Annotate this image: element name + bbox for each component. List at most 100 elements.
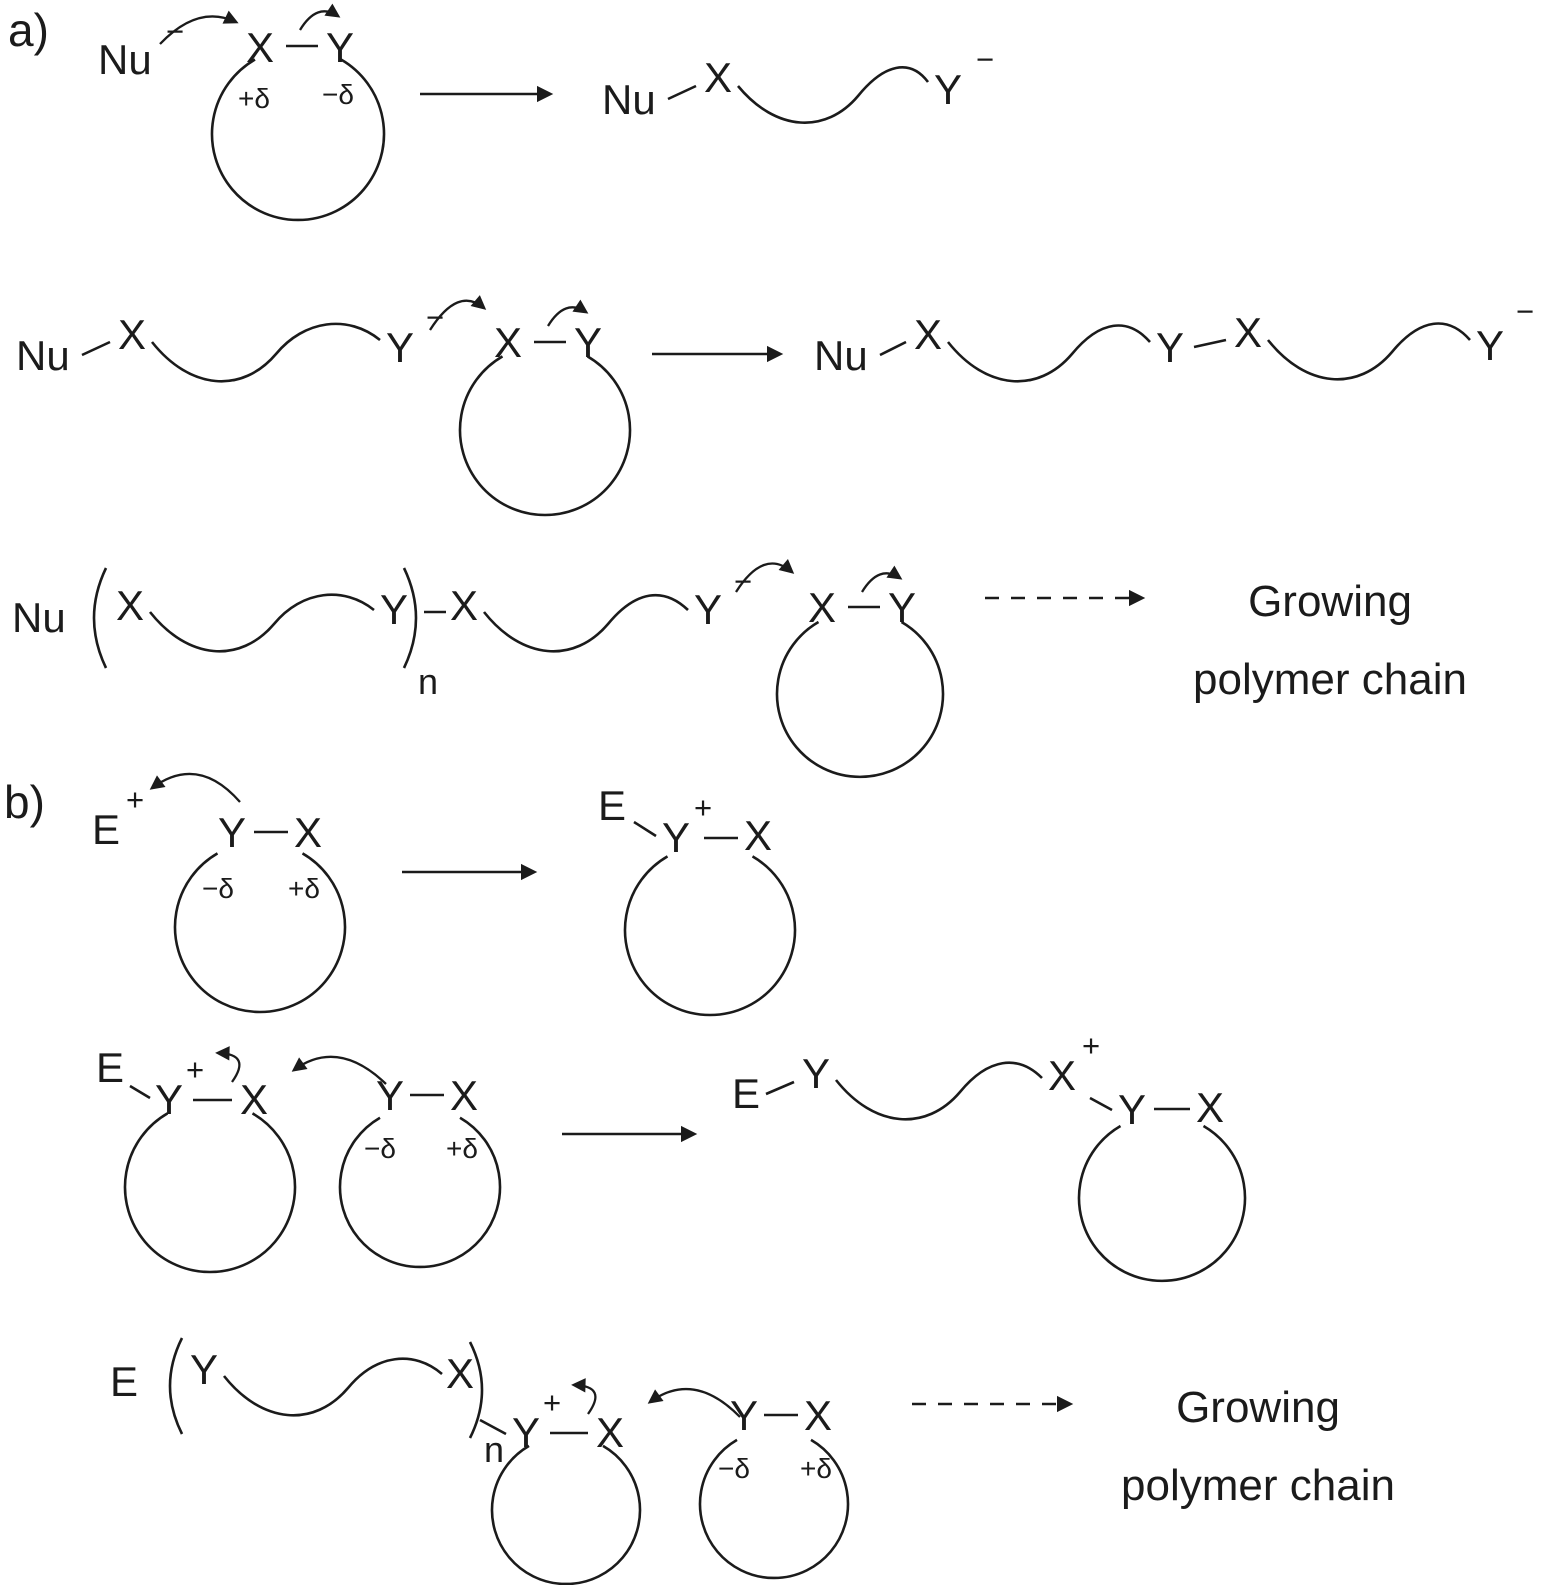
b-growing-chain-step: E Y X n Y + X Y X −δ +δ Growing polymer …	[110, 1337, 1395, 1585]
charge-plus-label: +	[543, 1385, 561, 1420]
atom-x-label: X	[744, 812, 772, 859]
chain-wavy-line	[148, 593, 375, 653]
nu-label: Nu	[16, 332, 70, 379]
plus-delta-label: +δ	[446, 1133, 478, 1164]
curved-arrow-bond-cleavage-icon	[861, 565, 903, 593]
atom-x-label: X	[116, 582, 144, 629]
curved-arrow-y-attack-icon	[647, 1388, 741, 1418]
charge-minus-label: −	[1516, 294, 1534, 329]
chain-wavy-line	[150, 322, 381, 383]
atom-y-label: Y	[190, 1346, 218, 1393]
ring-circle	[1077, 1124, 1247, 1283]
a-growing-chain-step: Nu X Y n X Y − X Y Growing polymer chain	[12, 559, 1467, 779]
e-label: E	[732, 1070, 760, 1117]
minus-delta-label: −δ	[322, 79, 354, 110]
ring-circle	[623, 855, 797, 1017]
nu-label: Nu	[12, 594, 66, 641]
ring-circle	[173, 852, 347, 1014]
e-label: E	[92, 806, 120, 853]
atom-y-label: Y	[694, 586, 722, 633]
charge-minus-label: −	[976, 42, 994, 77]
bond	[667, 84, 697, 101]
atom-x-label: X	[450, 1072, 478, 1119]
atom-x-label: X	[1234, 309, 1262, 356]
atom-x-label: X	[914, 311, 942, 358]
atom-x-label: X	[450, 582, 478, 629]
atom-y-label: Y	[1476, 322, 1504, 369]
curved-arrow-bond-cleavage-icon	[571, 1378, 597, 1415]
chain-wavy-line	[834, 1061, 1043, 1121]
atom-x-label: X	[446, 1350, 474, 1397]
atom-x-label: X	[118, 311, 146, 358]
bond	[765, 1080, 795, 1096]
plus-delta-label: +δ	[288, 873, 320, 904]
bond	[479, 1418, 507, 1436]
scheme-b: b) E + Y X −δ +δ E Y + X E Y +	[4, 772, 1395, 1585]
charge-plus-label: +	[186, 1052, 204, 1087]
charge-plus-label: +	[694, 790, 712, 825]
atom-y-label: Y	[888, 584, 916, 631]
atom-x-label: X	[808, 584, 836, 631]
b-initiation-step: E + Y X −δ +δ E Y + X	[92, 772, 797, 1017]
atom-y-label: Y	[1156, 324, 1184, 371]
minus-delta-label: −δ	[364, 1133, 396, 1164]
atom-y-label: Y	[155, 1076, 183, 1123]
chain-wavy-line	[736, 66, 930, 124]
atom-y-label: Y	[934, 66, 962, 113]
charge-minus-label: −	[426, 300, 444, 335]
section-b-label: b)	[4, 776, 45, 828]
bond	[1089, 1096, 1113, 1112]
plus-delta-label: +δ	[800, 1453, 832, 1484]
curved-arrow-nu-attack-icon	[159, 10, 239, 45]
charge-plus-label: +	[126, 782, 144, 817]
nu-label: Nu	[602, 76, 656, 123]
atom-y-label: Y	[386, 324, 414, 371]
atom-x-label: X	[294, 809, 322, 856]
curved-arrow-y-attack-icon	[291, 1055, 387, 1085]
chain-wavy-line	[1266, 322, 1471, 381]
atom-y-label: Y	[376, 1072, 404, 1119]
atom-y-label: Y	[1118, 1086, 1146, 1133]
atom-x-label: X	[596, 1409, 624, 1456]
bond	[129, 1084, 151, 1100]
ring-circle	[490, 1444, 642, 1585]
curved-arrow-nu-attack-icon	[429, 295, 487, 331]
ring-circle	[458, 355, 632, 517]
curved-arrow-nu-attack-icon	[735, 559, 795, 593]
growing-chain-caption: polymer chain	[1121, 1461, 1395, 1510]
minus-delta-label: −δ	[718, 1453, 750, 1484]
a-initiation-step: Nu − X Y +δ −δ Nu X Y −	[98, 3, 994, 222]
bond	[81, 340, 111, 357]
growing-chain-caption: Growing	[1248, 577, 1412, 626]
atom-x-label: X	[1196, 1084, 1224, 1131]
ring-circle	[775, 620, 945, 779]
curved-arrow-y-attack-icon	[149, 772, 241, 803]
ring-circle	[210, 58, 386, 222]
chain-wavy-line	[946, 324, 1151, 383]
section-a-label: a)	[8, 4, 49, 56]
atom-x-label: X	[704, 54, 732, 101]
curved-arrow-bond-cleavage-icon	[299, 3, 341, 31]
bond	[879, 340, 907, 357]
scheme-a: a) Nu − X Y +δ −δ Nu X Y − Nu X	[8, 3, 1534, 779]
repeat-n-label: n	[418, 661, 438, 702]
charge-plus-label: +	[1082, 1028, 1100, 1063]
atom-x-label: X	[804, 1392, 832, 1439]
ring-circle	[698, 1438, 850, 1580]
curved-arrow-bond-cleavage-icon	[547, 299, 589, 327]
atom-y-label: Y	[380, 586, 408, 633]
growing-chain-caption: polymer chain	[1193, 655, 1467, 704]
chain-wavy-line	[222, 1357, 443, 1417]
atom-y-label: Y	[802, 1050, 830, 1097]
atom-y-label: Y	[662, 814, 690, 861]
paren-close	[468, 1341, 484, 1439]
e-label: E	[598, 782, 626, 829]
a-propagation-step: Nu X Y − X Y Nu X Y X Y −	[16, 294, 1534, 517]
ring-circle	[123, 1112, 297, 1274]
plus-delta-label: +δ	[238, 83, 270, 114]
atom-x-label: X	[1048, 1052, 1076, 1099]
atom-y-label: Y	[218, 809, 246, 856]
atom-y-label: Y	[574, 319, 602, 366]
ring-circle	[338, 1116, 502, 1269]
